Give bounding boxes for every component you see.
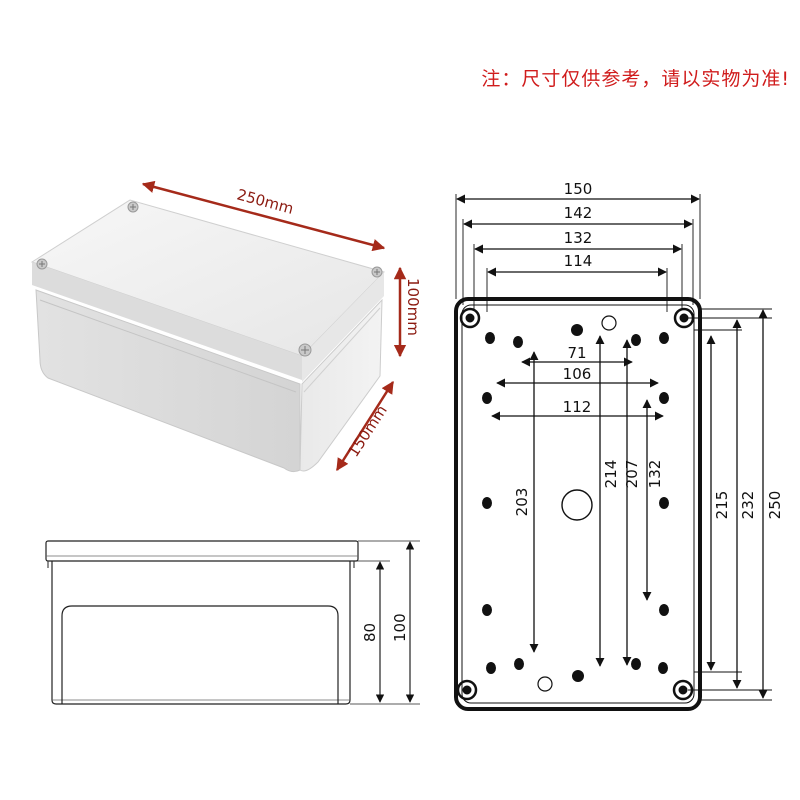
dim-150-label: 150	[564, 180, 593, 198]
lid-screw-icon	[298, 343, 312, 357]
dim-100-label: 100	[391, 613, 409, 642]
width-arrow	[335, 380, 395, 472]
length-arrow	[141, 180, 386, 252]
mounting-hole	[482, 497, 492, 509]
lid-screw-icon	[371, 266, 383, 278]
side-body	[51, 561, 351, 705]
dim-250-label: 250	[766, 491, 784, 520]
vent-hole-top	[601, 315, 617, 331]
lid-screw-icon	[127, 201, 139, 213]
mounting-hole	[631, 334, 641, 346]
mounting-hole	[659, 604, 669, 616]
side-lid	[45, 540, 359, 562]
mounting-hole	[571, 324, 583, 336]
dim-214-label: 214	[602, 460, 620, 489]
side-recess	[61, 605, 339, 704]
center-hole	[561, 489, 593, 521]
dim-203-label: 203	[513, 488, 531, 517]
mounting-hole	[514, 658, 524, 670]
dim-112-label: 112	[563, 398, 592, 416]
mounting-hole	[659, 332, 669, 344]
lid-screw-icon	[36, 258, 48, 270]
top-inner-outline	[461, 304, 695, 704]
mounting-hole	[659, 497, 669, 509]
left-face	[32, 262, 302, 380]
disclaimer-note: 注：尺寸仅供参考，请以实物为准!	[481, 68, 790, 90]
mounting-hole	[482, 604, 492, 616]
dim-71-label: 71	[567, 344, 586, 362]
enclosure-photo: 250mm 100mm 150mm	[30, 180, 422, 473]
mounting-hole	[659, 392, 669, 404]
dim-132v-label: 132	[646, 460, 664, 489]
dim-114-label: 114	[564, 252, 593, 270]
body-front-face	[35, 289, 301, 473]
corner-screw-icon	[459, 307, 481, 329]
dim-232-label: 232	[739, 491, 757, 520]
dim-106-label: 106	[563, 365, 592, 383]
length-label: 250mm	[235, 185, 296, 217]
mounting-hole	[482, 392, 492, 404]
vent-hole-bottom	[537, 676, 553, 692]
dim-142-label: 142	[564, 204, 593, 222]
mounting-hole	[572, 670, 584, 682]
mounting-hole	[513, 336, 523, 348]
side-view	[45, 540, 420, 705]
lid-rim-right	[302, 272, 384, 382]
top-view	[454, 194, 772, 711]
mounting-holes	[482, 324, 669, 682]
dim-215-label: 215	[713, 491, 731, 520]
mounting-hole	[486, 662, 496, 674]
dim-80-label: 80	[361, 623, 379, 642]
dim-207-label: 207	[623, 460, 641, 489]
mounting-hole	[485, 332, 495, 344]
dim-132-label: 132	[564, 229, 593, 247]
corner-screw-icon	[456, 679, 478, 701]
top-outer-outline	[454, 297, 702, 711]
height-label: 100mm	[404, 278, 422, 336]
mounting-hole	[658, 662, 668, 674]
mounting-hole	[631, 658, 641, 670]
